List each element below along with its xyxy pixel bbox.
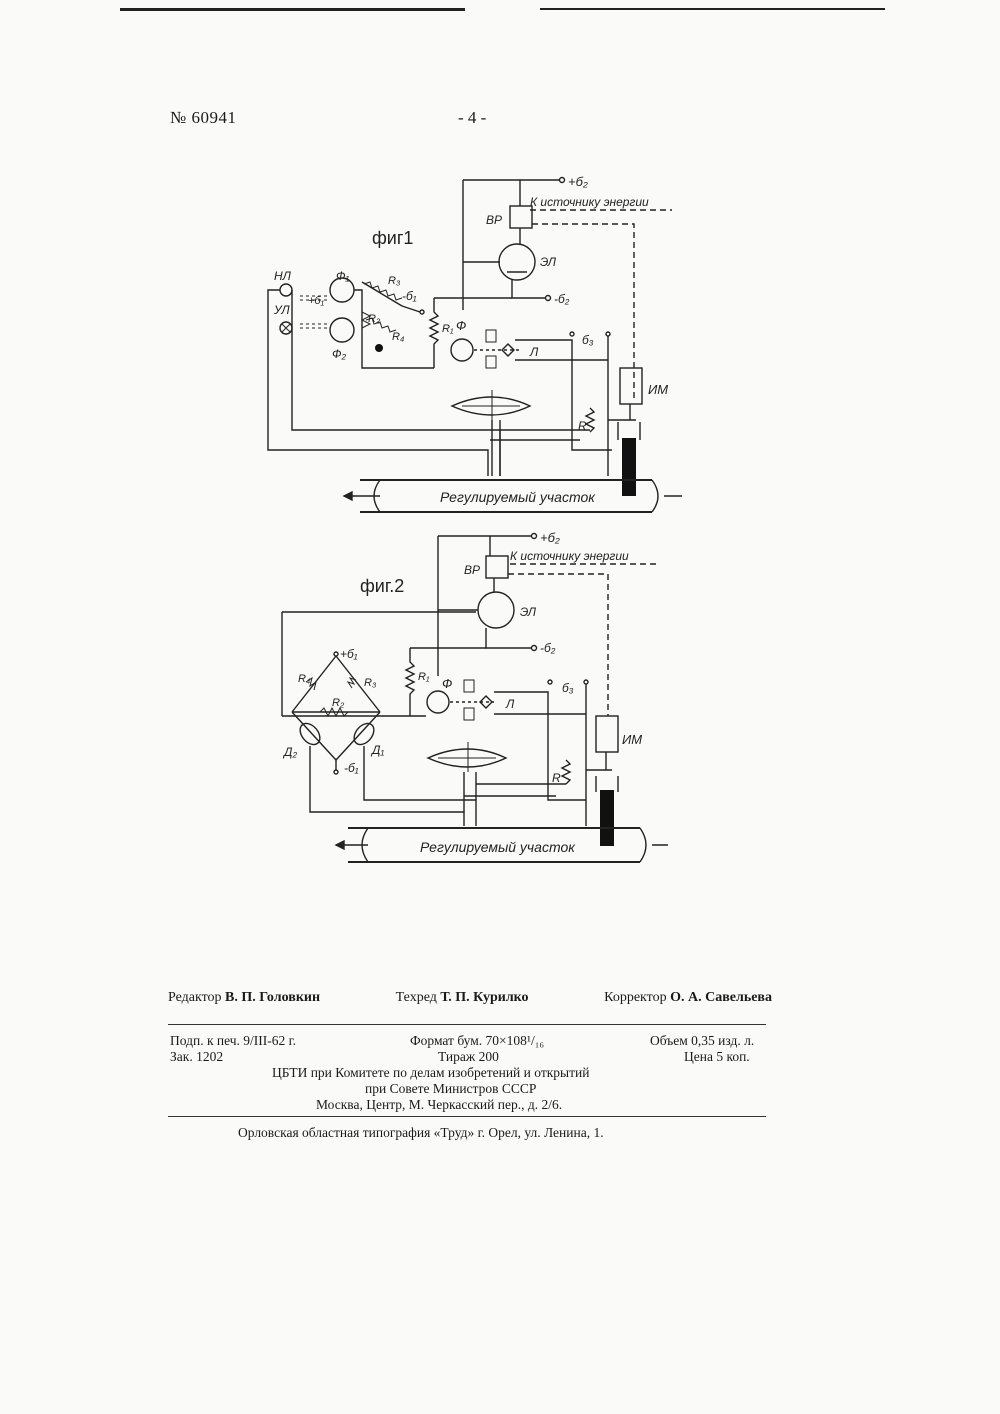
fig1-to-source: К источнику энергии <box>530 195 649 209</box>
credits-line: Редактор В. П. Головкин Техред Т. П. Кур… <box>168 990 772 1006</box>
fig1-r3-label: R₃ <box>388 275 401 287</box>
fig2-im-box <box>596 716 618 752</box>
fig2-photocell <box>427 691 449 713</box>
print-run: Тираж 200 <box>438 1048 499 1065</box>
fig2-r-label: R <box>552 771 561 785</box>
fig1-f-label: Ф <box>456 318 466 333</box>
fig1-pipe-label: Регулируемый участок <box>440 489 596 505</box>
fig2-vr-box <box>486 556 508 578</box>
fig1-b3-label: б₃ <box>582 333 594 347</box>
fig2-minus-b2: -б₂ <box>540 641 556 655</box>
fig2-d2-label: Д₂ <box>282 745 297 759</box>
fig2-plus-b1: +б₁ <box>340 647 358 661</box>
fig1-lamp-nl <box>280 284 292 296</box>
fig1-plus-b2: +б₂ <box>568 174 588 189</box>
printer-line: Орловская областная типография «Труд» г.… <box>238 1124 604 1141</box>
colophon-rule-top <box>168 1024 766 1025</box>
fig1-plus-b1: +б₁ <box>308 295 325 307</box>
org-line-1: ЦБТИ при Комитете по делам изобретений и… <box>272 1064 589 1081</box>
fig2-r3-label: R₃ <box>364 677 377 689</box>
fig2-to-source: К источнику энергии <box>510 549 629 563</box>
fig2-r4-label: R₄ <box>298 673 310 685</box>
fig2-im-label: ИМ <box>622 732 642 747</box>
techred-label: Техред <box>396 990 437 1005</box>
fig2-diode-d2 <box>296 720 324 749</box>
fig1-im-box <box>620 368 642 404</box>
fig1-ul-label: УЛ <box>273 303 290 317</box>
fig2-r2-label: R₂ <box>332 697 345 709</box>
price: Цена 5 коп. <box>684 1048 750 1065</box>
editor-name: В. П. Головкин <box>225 990 320 1005</box>
org-line-3: Москва, Центр, М. Черкасский пер., д. 2/… <box>316 1096 562 1113</box>
fig1-r1-label: R₁ <box>442 323 454 335</box>
editor-label: Редактор <box>168 990 222 1005</box>
signed-to-print: Подп. к печ. 9/III-62 г. <box>170 1032 296 1049</box>
fig1-f1-label: Ф₁ <box>336 269 350 283</box>
corrector-name: О. А. Савельева <box>670 990 772 1005</box>
fig1-im-label: ИМ <box>648 382 668 397</box>
fig2-r1 <box>406 648 414 716</box>
fig1-photocell-f2 <box>330 318 354 342</box>
fig2-r1-label: R₁ <box>418 671 430 683</box>
fig1-r4-label: R₄ <box>392 331 404 343</box>
fig1-minus-b1: -б₁ <box>402 289 417 303</box>
order-number: Зак. 1202 <box>170 1048 223 1065</box>
corrector: Корректор О. А. Савельева <box>604 990 772 1006</box>
fig2-b3-label: б₃ <box>562 681 574 695</box>
volume: Объем 0,35 изд. л. <box>650 1032 754 1049</box>
fig2-l-label: Л <box>505 697 515 711</box>
fig1-r-variable <box>586 408 594 432</box>
colophon-rule-bottom <box>168 1116 766 1117</box>
corrector-label: Корректор <box>604 990 666 1005</box>
org-line-2: при Совете Министров СССР <box>365 1080 536 1097</box>
techred-name: Т. П. Курилко <box>440 990 528 1005</box>
fig1-photocell <box>451 339 473 361</box>
fig1-l-label: Л <box>529 345 539 359</box>
figure-2: фиг.2 +б₂ К источнику энергии ВР ЭЛ -б₂ … <box>282 530 668 862</box>
fig2-f-label: Ф <box>442 676 452 691</box>
fig2-title: фиг.2 <box>360 576 404 596</box>
fig2-el-tube <box>478 592 514 628</box>
fig2-el-label: ЭЛ <box>520 605 537 619</box>
fig1-np-label: НЛ <box>274 269 292 283</box>
fig1-minus-b2: -б₂ <box>554 292 570 306</box>
fig1-vr-label: ВР <box>486 213 502 227</box>
fig1-f2-label: Ф₂ <box>332 347 347 361</box>
fig1-title: фиг1 <box>372 228 413 248</box>
fig1-r-label: R <box>578 419 587 433</box>
fig2-plus-b2: +б₂ <box>540 530 560 545</box>
fig1-r1 <box>430 298 438 368</box>
fig2-r-variable <box>562 760 570 784</box>
figure-1: фиг1 +б₂ К источнику энергии ВР ЭЛ -б₂ R… <box>268 174 682 512</box>
fig2-actuator-rod <box>600 790 614 846</box>
fig2-r3 <box>348 678 356 688</box>
fig1-vr-box <box>510 206 532 228</box>
fig2-pipe-label: Регулируемый участок <box>420 839 576 855</box>
editor: Редактор В. П. Головкин <box>168 990 320 1006</box>
techred: Техред Т. П. Курилко <box>396 990 529 1006</box>
fig1-el-label: ЭЛ <box>540 255 557 269</box>
fig1-actuator-rod <box>622 438 636 496</box>
fig2-minus-b1: -б₁ <box>344 761 359 775</box>
fig2-vr-label: ВР <box>464 563 480 577</box>
fig1-el-tube <box>499 244 535 280</box>
fig2-d1-label: Д₁ <box>370 743 384 757</box>
paper-format: Формат бум. 70×108¹/₁₆ <box>410 1032 544 1049</box>
